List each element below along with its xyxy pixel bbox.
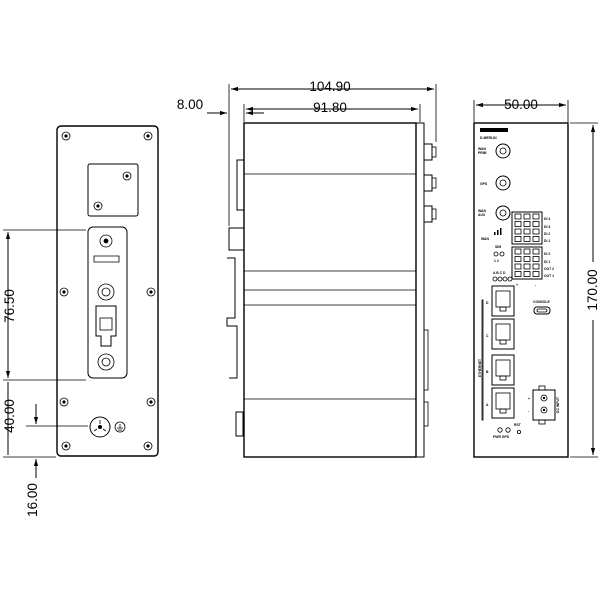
- svg-text:C: C: [486, 334, 489, 338]
- ground-terminal: [89, 416, 126, 438]
- dim-170-00: 170.00: [585, 269, 600, 310]
- terminal-screw: [523, 213, 531, 220]
- terminal-screw: [514, 248, 522, 255]
- back-screws: [59, 131, 156, 451]
- di3-label: DI 3: [544, 225, 550, 229]
- terminal-screw: [532, 236, 540, 242]
- dc-plus-label: +: [528, 397, 530, 401]
- wan-signal-icon: WAN: [481, 228, 502, 241]
- out2-label: OUT 2: [544, 267, 554, 271]
- terminal-screw: [514, 228, 522, 235]
- sim-indicators: SIM 1 2: [493, 245, 505, 263]
- plus-label: +: [516, 283, 518, 287]
- ethernet-port-c: C: [486, 318, 515, 350]
- ethernet-port-a: A: [486, 387, 515, 419]
- terminal-block-inputs: DI 4 DI 3 DI 2 DI 1: [511, 211, 550, 245]
- terminal-screw: [532, 263, 540, 270]
- back-dimension-lines: [3, 229, 88, 478]
- out1-label: OUT 1: [544, 274, 554, 278]
- terminal-screw: [532, 256, 540, 262]
- back-view: 76.50 40.00 16.00: [2, 125, 159, 517]
- terminal-screw: [532, 271, 540, 277]
- back-plate: [56, 125, 159, 457]
- abcd-label: A B C D: [493, 271, 506, 275]
- terminal-screw: [532, 248, 540, 255]
- dim-8-00: 8.00: [177, 97, 203, 112]
- rst-label: RST: [514, 423, 522, 427]
- dc-input-connector: + - DC INPUT: [528, 385, 560, 425]
- dc-minus-label: -: [528, 409, 529, 413]
- terminal-screw: [514, 213, 522, 220]
- ethernet-label: ETHERNET: [478, 358, 482, 377]
- terminal-screw: [532, 213, 540, 220]
- terminal-screw: [523, 271, 531, 277]
- antenna-gps: GPS: [480, 175, 511, 191]
- terminal-screw: [514, 236, 522, 242]
- gps-label: GPS: [480, 182, 488, 186]
- dim-76-50: 76.50: [2, 289, 17, 323]
- ethernet-ports: ETHERNET D C B A: [478, 285, 515, 421]
- dim-91-80: 91.80: [313, 100, 347, 115]
- brand-logo-bar: [480, 128, 508, 132]
- dim-16-00: 16.00: [25, 483, 40, 517]
- terminal-screw: [514, 271, 522, 277]
- sim-numbers: 1 2: [494, 259, 499, 263]
- di4-label: DI 4: [544, 217, 550, 221]
- back-cover-plate: [87, 163, 139, 217]
- terminal-screw: [514, 256, 522, 262]
- ethernet-port-d: D: [486, 285, 515, 317]
- terminal-screw: [523, 228, 531, 235]
- terminal-screw: [514, 263, 522, 270]
- status-leds: PWR GPS RST: [493, 423, 522, 439]
- terminal-screw: [532, 228, 540, 235]
- di1-label: DI 1: [544, 260, 550, 264]
- side-view: 104.90 91.80 8.00: [177, 79, 437, 458]
- console-label: CONSOLE: [533, 300, 551, 304]
- dc-input-label: DC INPUT: [556, 396, 560, 413]
- di2-label: DI 2: [544, 232, 550, 236]
- wan-label: WAN: [481, 237, 489, 241]
- din-rail-clip: [87, 226, 128, 379]
- svg-text:B: B: [486, 370, 489, 374]
- dim-104-90: 104.90: [309, 79, 350, 94]
- abcd-leds: A B C D: [492, 271, 513, 282]
- terminal-screw: [514, 221, 522, 227]
- terminal-screw: [523, 221, 531, 227]
- dim-40-00: 40.00: [2, 399, 17, 433]
- svg-text:A: A: [486, 403, 489, 407]
- dim-50-00: 50.00: [504, 97, 538, 112]
- di1-top-label: DI 1: [544, 239, 550, 243]
- brand-label: D-MERLIN: [480, 136, 497, 140]
- console-port: CONSOLE: [533, 300, 551, 315]
- sim-label: SIM: [495, 245, 501, 249]
- terminal-screw: [523, 248, 531, 255]
- side-antenna-connectors: [423, 143, 437, 427]
- di2b-label: DI 2: [544, 252, 550, 256]
- pwr-gps-label: PWR GPS: [493, 435, 510, 439]
- ethernet-port-b: B: [486, 354, 515, 386]
- terminal-screw: [523, 236, 531, 242]
- terminal-screw: [523, 256, 531, 262]
- terminal-screw: [532, 221, 540, 227]
- svg-text:D: D: [486, 301, 489, 305]
- side-dimension-lines: [207, 84, 437, 226]
- minus-label: -: [535, 283, 536, 287]
- front-panel: [473, 122, 569, 458]
- terminal-screw: [523, 263, 531, 270]
- terminal-block-outputs: DI 2 DI 1 OUT 2 OUT 1 + -: [511, 246, 554, 287]
